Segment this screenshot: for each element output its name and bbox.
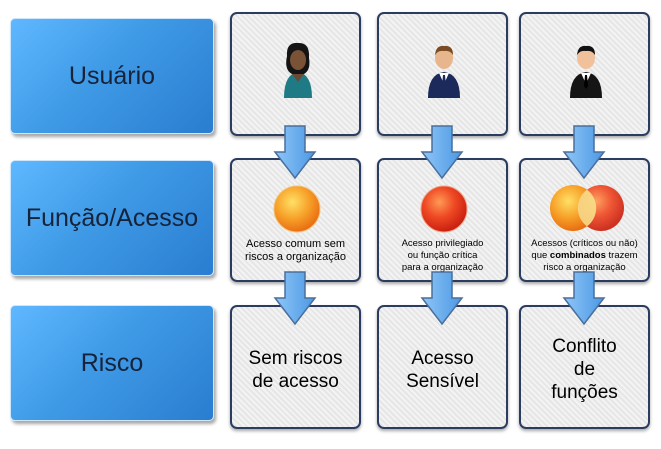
risk-sensitive-line2: Sensível (406, 371, 479, 392)
risk-conflict-line3: funções (551, 382, 618, 403)
risk-sensitive-text: Acesso Sensível (379, 347, 506, 393)
arrow-down-icon (420, 125, 464, 180)
user-male-icon (428, 45, 460, 98)
user-female-icon (284, 42, 312, 98)
risk-conflict-text: Conflito de funções (521, 335, 648, 404)
access-common-line2: riscos a organização (245, 251, 346, 263)
risk-sensitive-line1: Acesso (411, 348, 474, 369)
access-common-text: Acesso comum sem riscos a organização (232, 238, 359, 264)
orange-circle-icon (273, 185, 321, 233)
arrow-down-icon (562, 125, 606, 180)
row-label-funcao-text: Função/Acesso (25, 203, 199, 232)
access-combined-bold-word: combinados (549, 250, 606, 261)
access-privileged-line3: para a organização (401, 262, 484, 273)
user-executive-icon (570, 45, 602, 98)
row-label-risco: Risco (10, 305, 214, 421)
access-combined-line2: que combinados trazem (521, 250, 648, 262)
arrow-down-icon (273, 271, 317, 326)
arrow-down-icon (273, 125, 317, 180)
access-combined-line3: risco a organização (543, 262, 626, 273)
card-risk-sensitive: Acesso Sensível (377, 305, 508, 429)
access-combined-text: Acessos (críticos ou não) que combinados… (521, 238, 648, 274)
risk-conflict-line1: Conflito (552, 336, 617, 357)
access-combined-line2-post: trazem (605, 250, 638, 261)
row-label-funcao: Função/Acesso (10, 160, 214, 276)
card-user-privileged (377, 12, 508, 136)
arrow-down-icon (562, 271, 606, 326)
row-label-usuario-text: Usuário (68, 61, 156, 90)
card-access-privileged: Acesso privilegiado ou função crítica pa… (377, 158, 508, 282)
overlap-circles-icon (550, 185, 624, 231)
access-privileged-text: Acesso privilegiado ou função crítica pa… (379, 238, 506, 274)
access-combined-line2-pre: que (531, 250, 550, 261)
risk-none-line2: de acesso (252, 371, 339, 392)
card-risk-conflict: Conflito de funções (519, 305, 650, 429)
access-privileged-line2: ou função crítica (407, 250, 478, 261)
risk-none-text: Sem riscos de acesso (232, 347, 359, 393)
card-access-common: Acesso comum sem riscos a organização (230, 158, 361, 282)
access-privileged-line1: Acesso privilegiado (401, 238, 484, 249)
card-user-executive (519, 12, 650, 136)
red-circle-icon (420, 185, 468, 233)
row-label-usuario: Usuário (10, 18, 214, 134)
risk-conflict-line2: de (573, 359, 596, 380)
risk-none-line1: Sem riscos (248, 348, 343, 369)
access-common-line1: Acesso comum sem (245, 238, 346, 250)
access-combined-line1: Acessos (críticos ou não) (531, 238, 638, 249)
row-label-risco-text: Risco (80, 348, 144, 377)
card-user-common (230, 12, 361, 136)
card-risk-none: Sem riscos de acesso (230, 305, 361, 429)
arrow-down-icon (420, 271, 464, 326)
